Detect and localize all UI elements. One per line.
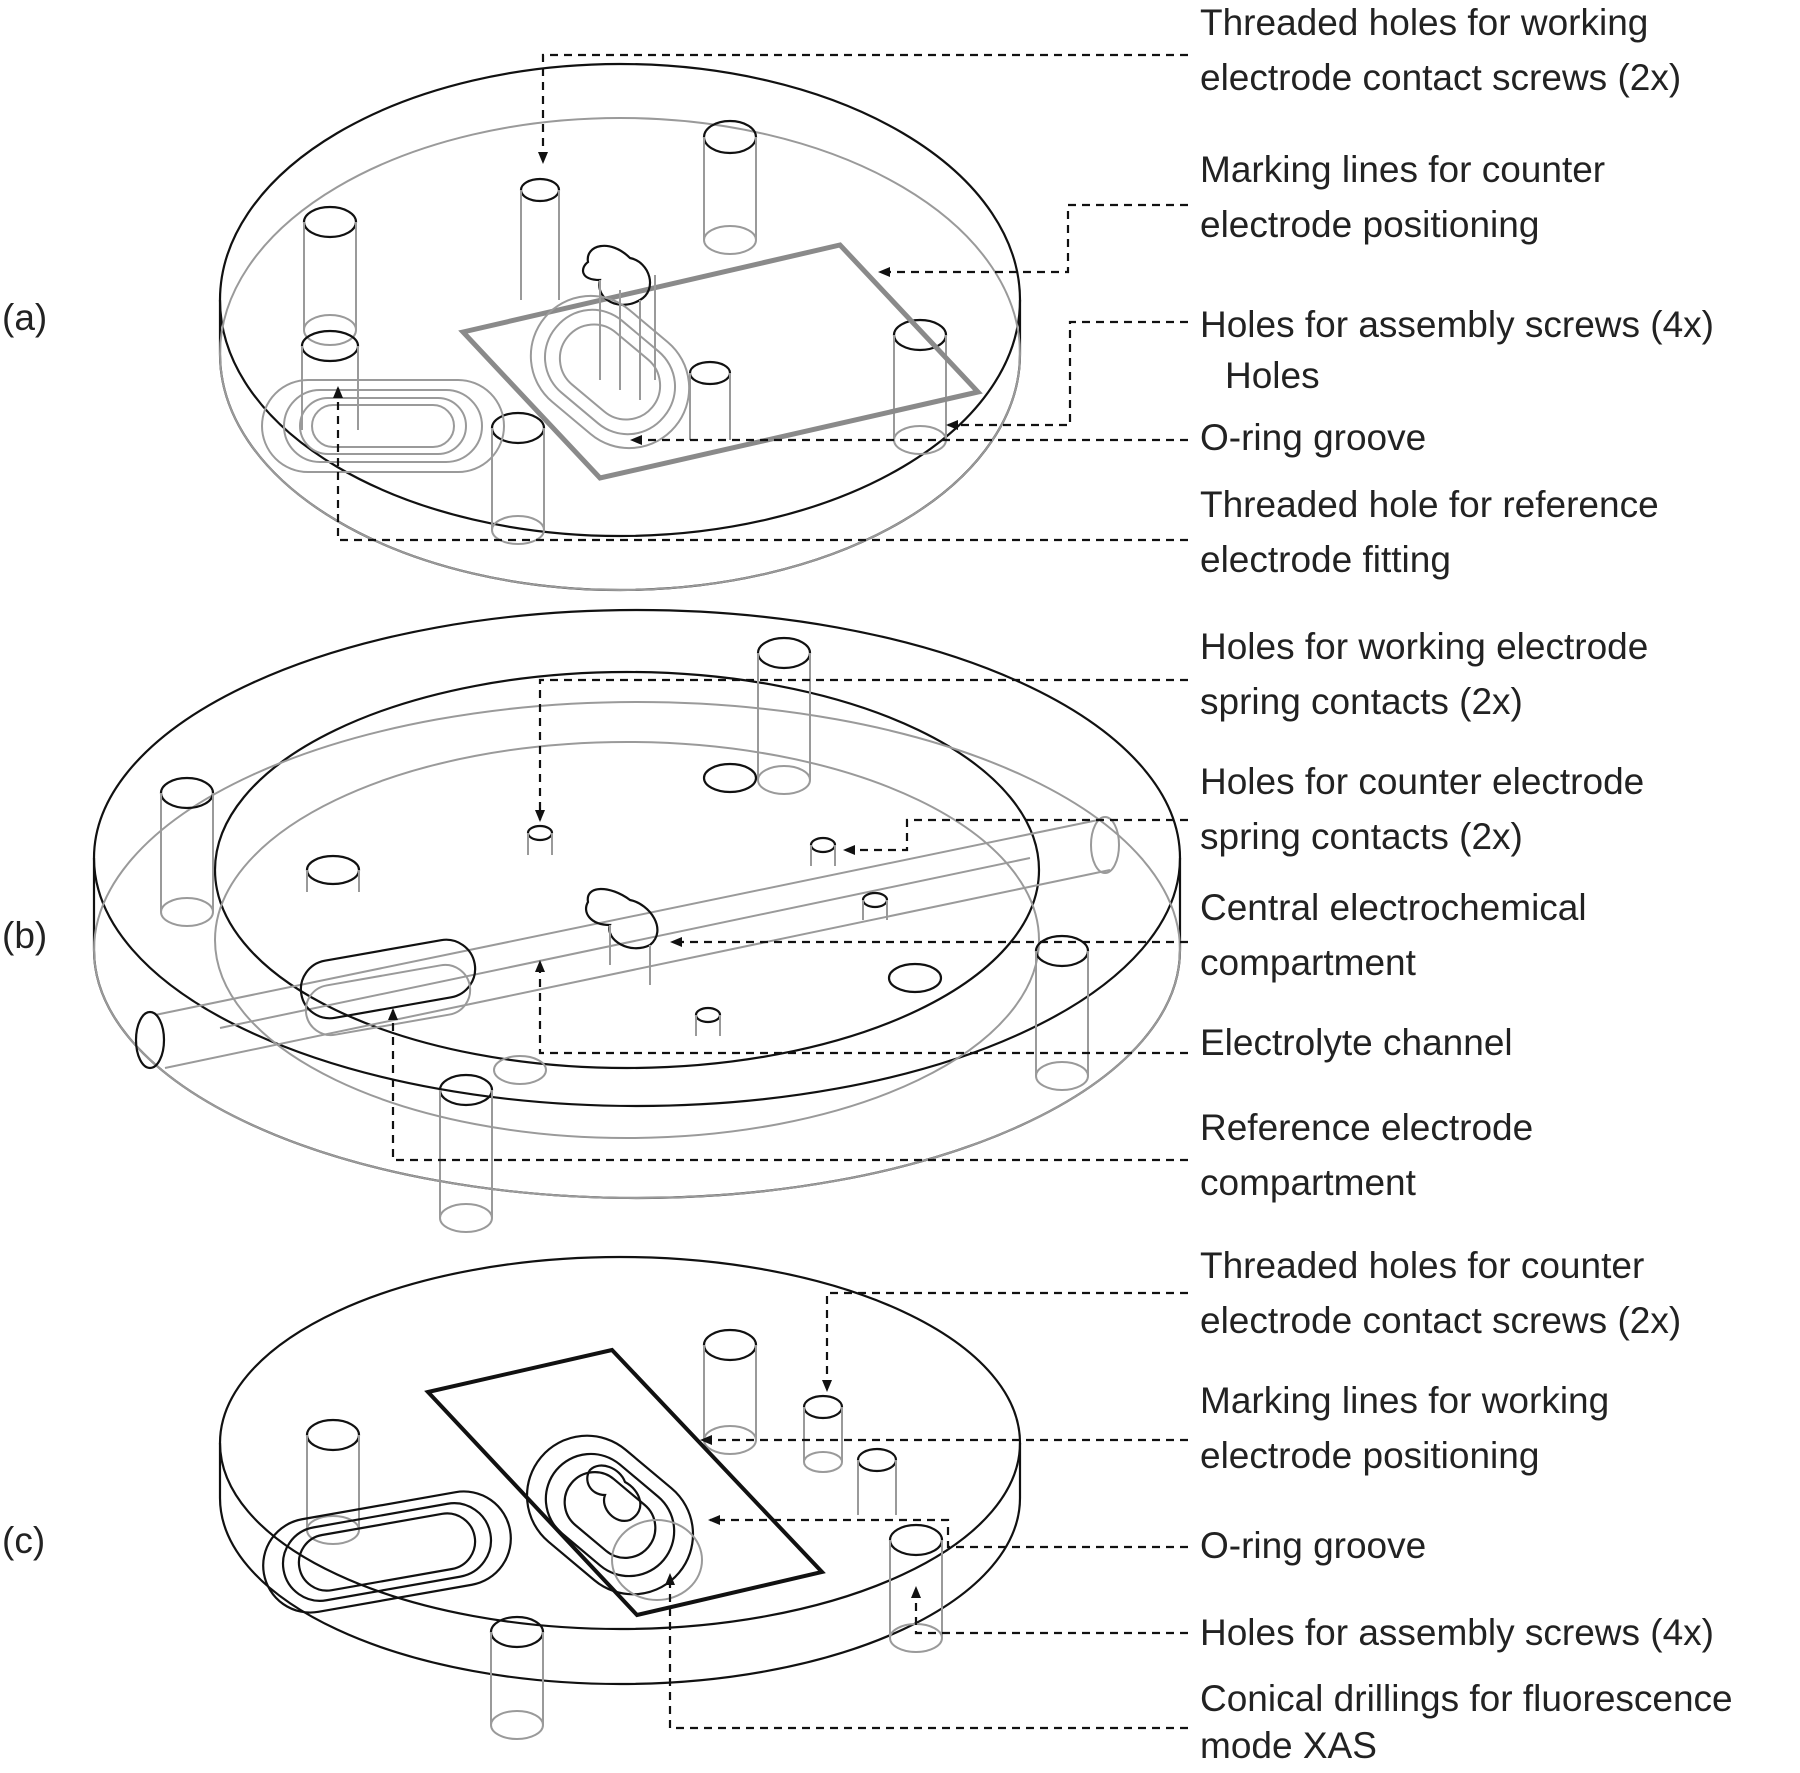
label-electrolyte-channel: Electrolyte channel	[1200, 1022, 1513, 1063]
label-ce-spring-line1: Holes for counter electrode	[1200, 761, 1645, 802]
panel-b-spring-contact-holes	[526, 824, 889, 1036]
label-marking-we-line1: Marking lines for working	[1200, 1380, 1610, 1421]
label-oring-c: O-ring groove	[1200, 1525, 1427, 1566]
label-threaded-ce-line2: electrode contact screws (2x)	[1200, 1300, 1682, 1341]
label-threaded-we-contact-line2: electrode contact screws (2x)	[1200, 57, 1682, 98]
panel-a-reference-fitting	[261, 379, 505, 473]
panel-c-part	[218, 1255, 1022, 1740]
label-conical-line1: Conical drillings for fluorescence	[1200, 1678, 1733, 1719]
panel-a-we-contact-hole	[519, 177, 561, 203]
panel-b-assembly-holes	[159, 636, 1090, 1233]
panel-b-electrolyte-channel	[134, 816, 1120, 1070]
label-threaded-we-contact-line1: Threaded holes for working	[1200, 2, 1649, 43]
panel-a-part	[218, 62, 1022, 592]
panel-a-oring-groove	[529, 294, 691, 450]
panel-c-ce-contact-holes	[802, 1394, 898, 1515]
label-ce-spring-line2: spring contacts (2x)	[1200, 816, 1523, 857]
label-assembly-screws-c: Holes for assembly screws (4x)	[1200, 1612, 1715, 1653]
label-central-line2: compartment	[1200, 942, 1416, 983]
label-marking-we-line2: electrode positioning	[1200, 1435, 1540, 1476]
leader-lines	[333, 53, 1188, 1730]
panel-label-b: (b)	[2, 915, 48, 956]
panel-c-reference-groove	[262, 1490, 512, 1614]
panel-a-assembly-holes	[300, 119, 948, 545]
label-assembly-screws-a: Holes for assembly screws (4x)	[1200, 304, 1715, 345]
panel-b-part	[92, 608, 1182, 1233]
label-holes: Holes	[1225, 355, 1320, 396]
panel-c-marking-lines	[424, 1347, 826, 1618]
label-we-spring-line1: Holes for working electrode	[1200, 626, 1649, 667]
panel-c-assembly-holes	[305, 1328, 944, 1740]
label-ref-comp-line1: Reference electrode	[1200, 1107, 1534, 1148]
label-marking-ce-line2: electrode positioning	[1200, 204, 1540, 245]
panel-c-oring-groove	[525, 1434, 695, 1596]
panel-c-conical-drilling	[611, 1519, 703, 1601]
panel-b-reference-compartment	[299, 938, 477, 1020]
panel-label-c: (c)	[2, 1520, 46, 1561]
panel-b-central-compartment	[584, 887, 659, 950]
panel-label-a: (a)	[2, 297, 48, 338]
label-threaded-ce-line1: Threaded holes for counter	[1200, 1245, 1645, 1286]
label-we-spring-line2: spring contacts (2x)	[1200, 681, 1523, 722]
label-threaded-ref-line2: electrode fitting	[1200, 539, 1451, 580]
label-ref-comp-line2: compartment	[1200, 1162, 1416, 1203]
label-central-line1: Central electrochemical	[1200, 887, 1587, 928]
label-conical-line2: mode XAS	[1200, 1725, 1377, 1766]
label-threaded-ref-line1: Threaded hole for reference	[1200, 484, 1659, 525]
label-marking-ce-line1: Marking lines for counter	[1200, 149, 1606, 190]
panel-a-marking-lines	[458, 242, 983, 481]
label-oring-a: O-ring groove	[1200, 417, 1427, 458]
